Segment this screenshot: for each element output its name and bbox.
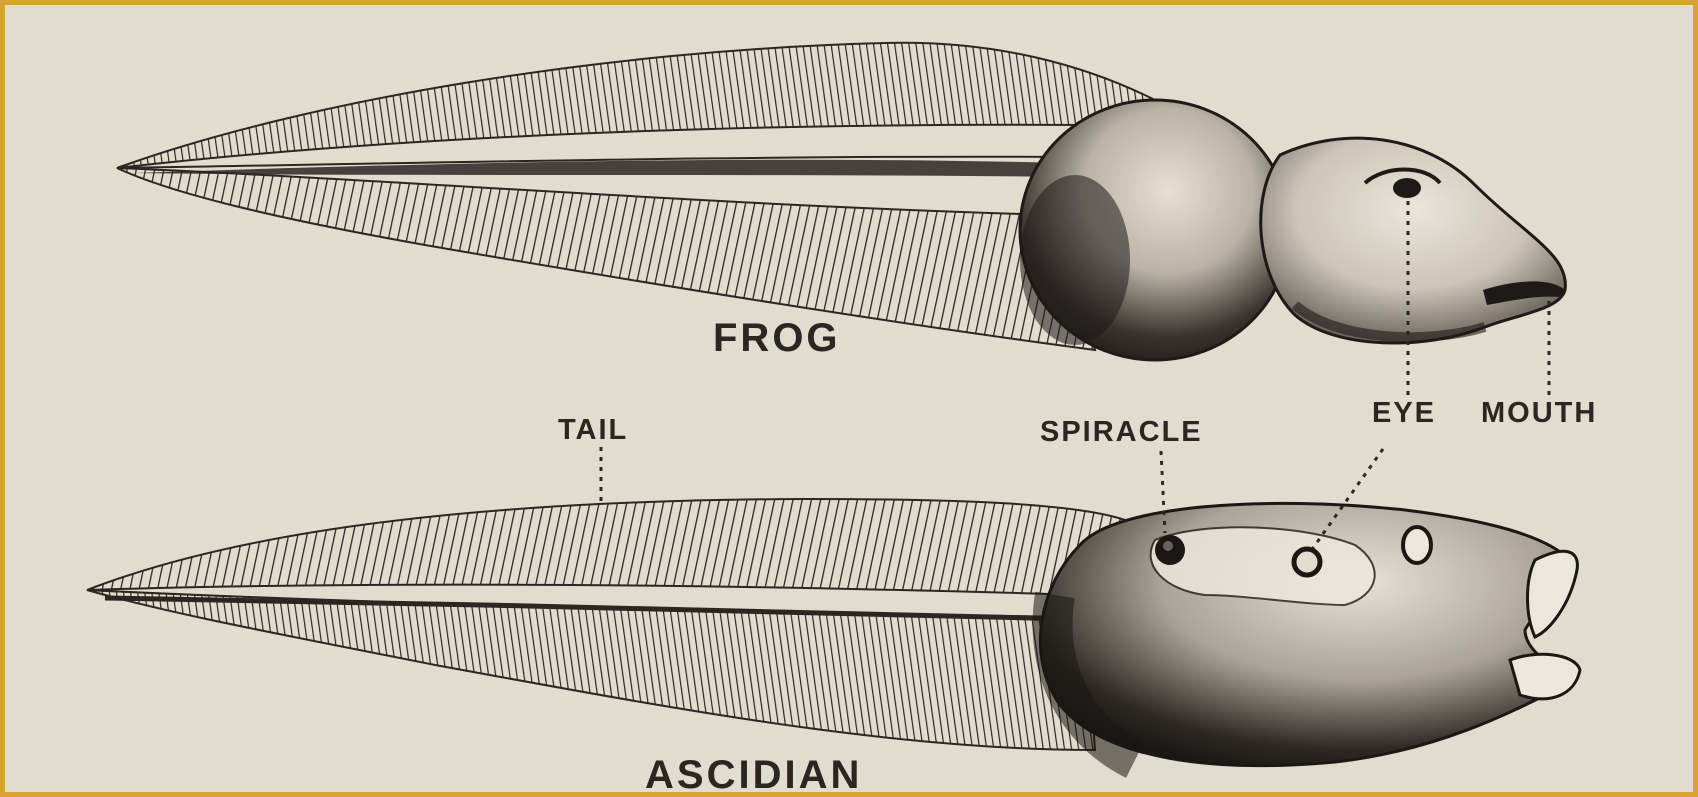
spiracle-label: SPIRACLE: [1040, 416, 1203, 449]
mouth-label: MOUTH: [1481, 397, 1597, 430]
frog-caption: FROG: [713, 316, 841, 361]
ascidian-tadpole-drawing: [87, 499, 1580, 766]
illustration-plate: [5, 5, 1698, 797]
frog-tadpole-drawing: [117, 43, 1565, 360]
tail-label: TAIL: [558, 414, 628, 447]
ascidian-caption: ASCIDIAN: [645, 753, 862, 797]
eye-label: EYE: [1372, 397, 1436, 430]
